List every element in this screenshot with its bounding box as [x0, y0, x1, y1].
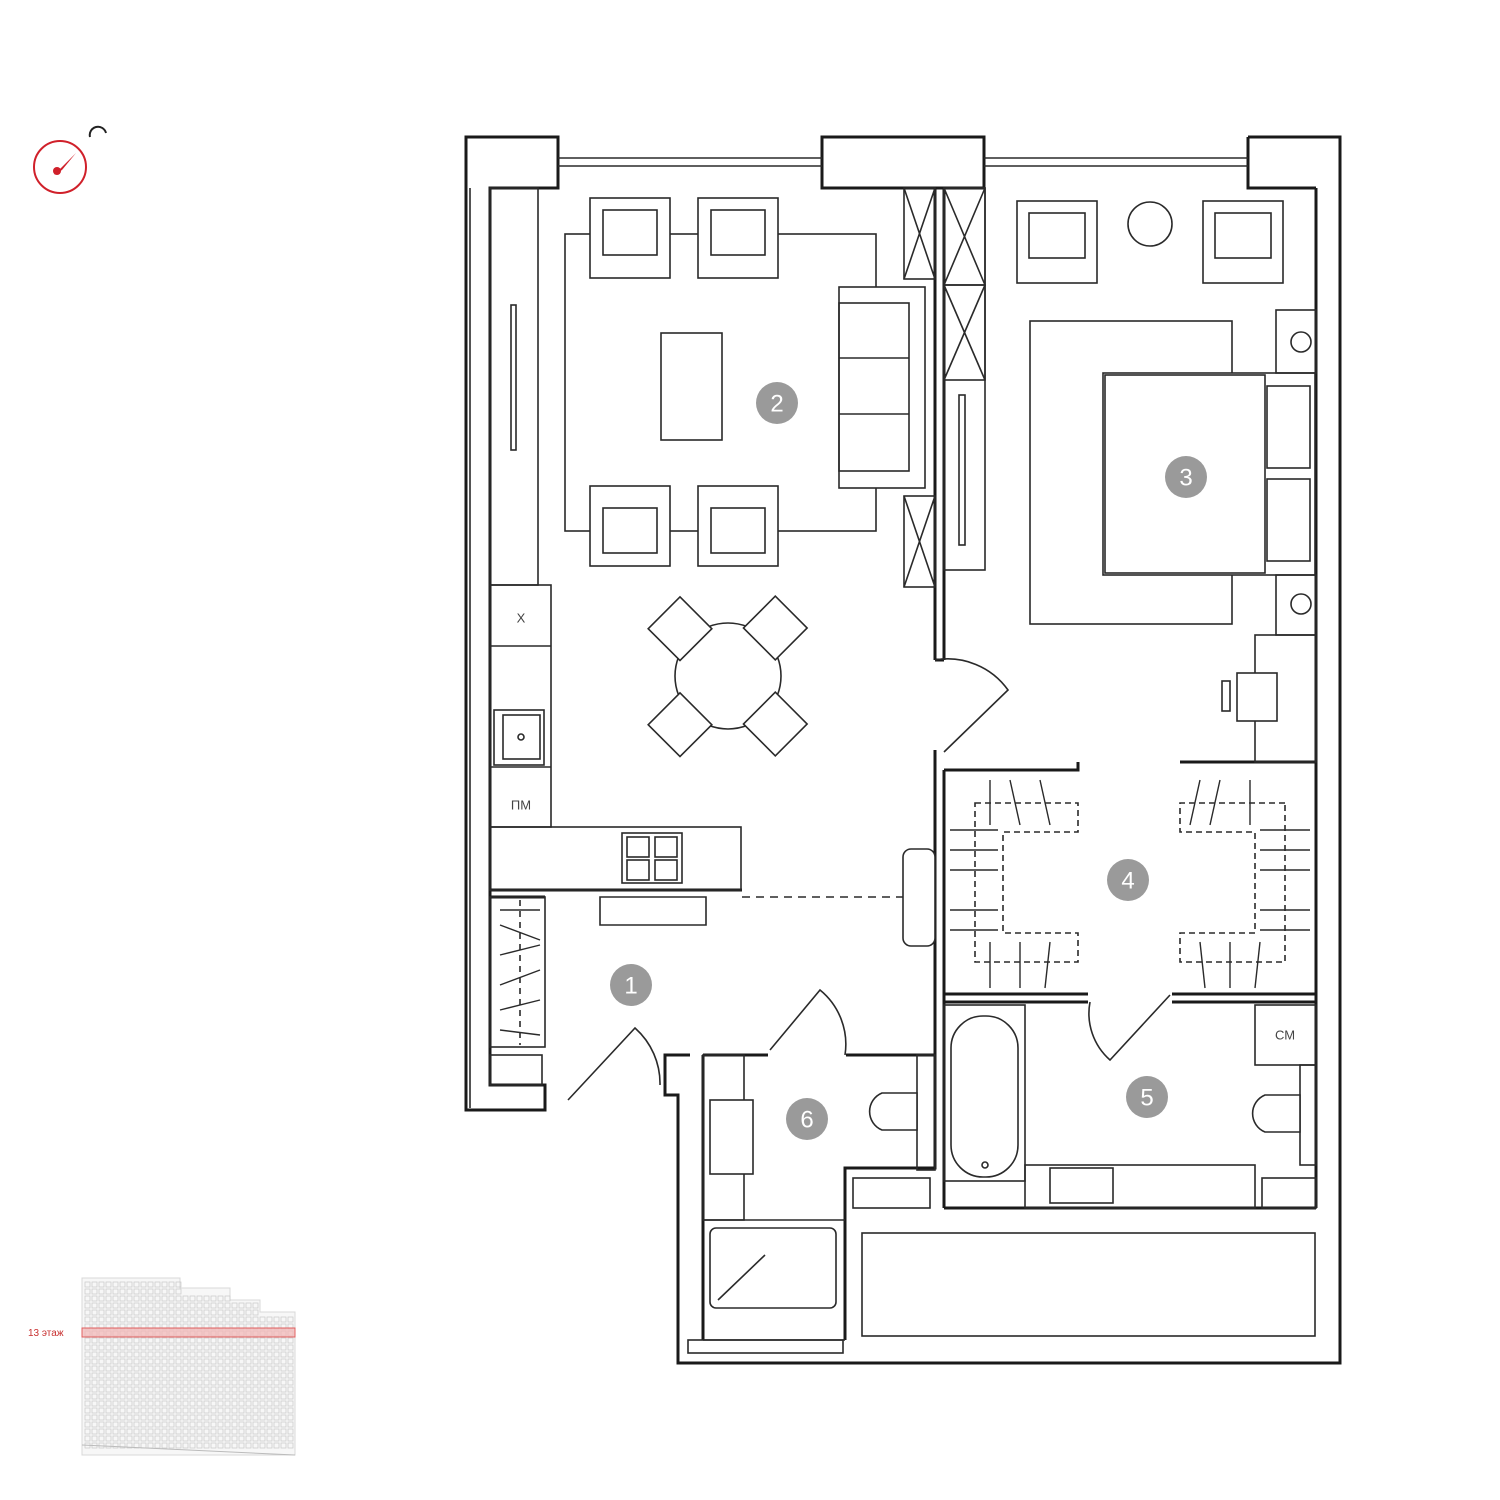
compass-icon [33, 125, 107, 194]
walk-in-closet [950, 779, 1310, 989]
loggia [861, 1232, 1316, 1337]
room-number-6: 6 [800, 1107, 813, 1134]
current-floor-highlight [81, 1327, 296, 1338]
room-number-2: 2 [770, 391, 783, 418]
dishwasher-label: ПМ [511, 798, 531, 813]
doors [567, 658, 1171, 1101]
building-floor-indicator: 13 этаж [28, 1277, 296, 1456]
hall-wardrobe [489, 896, 546, 1086]
room-number-3: 3 [1179, 465, 1192, 492]
room-badge-2[interactable]: 2 [756, 382, 798, 424]
bedroom-furniture [943, 187, 1317, 763]
room-number-1: 1 [624, 973, 637, 1000]
floor-label: 13 этаж [28, 1328, 64, 1339]
room-number-5: 5 [1140, 1085, 1153, 1112]
room-badge-3[interactable]: 3 [1165, 456, 1207, 498]
room-badge-5[interactable]: 5 [1126, 1076, 1168, 1118]
shower-room-furniture [687, 1054, 936, 1354]
room-number-4: 4 [1121, 868, 1134, 895]
room-badge-4[interactable]: 4 [1107, 859, 1149, 901]
living-room-furniture [489, 187, 936, 947]
fridge-label: Х [517, 611, 526, 626]
room-badge-1[interactable]: 1 [610, 964, 652, 1006]
washer-label: СМ [1275, 1028, 1295, 1043]
bathroom-furniture [943, 1004, 1317, 1209]
room-badge-6[interactable]: 6 [786, 1098, 828, 1140]
